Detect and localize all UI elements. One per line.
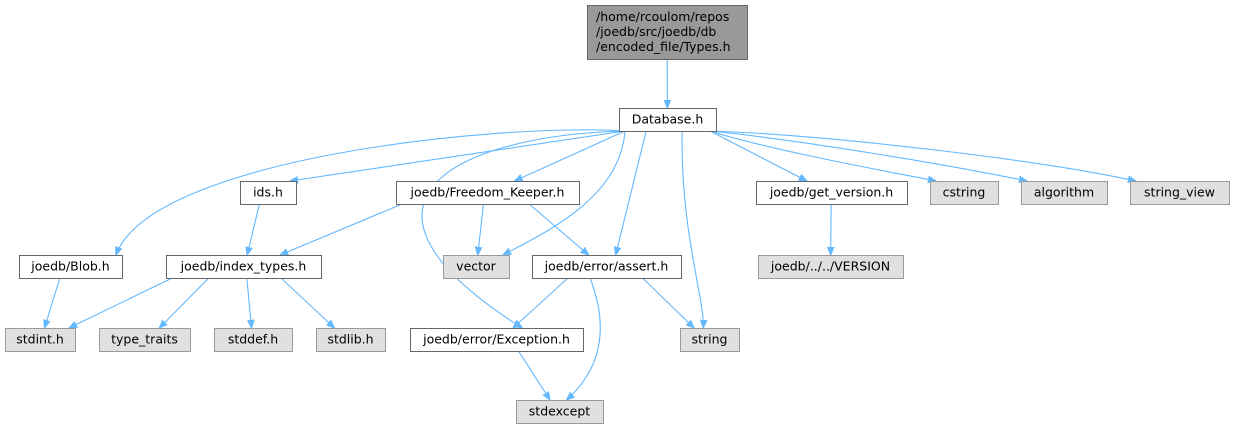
node-vector[interactable]: vector bbox=[443, 255, 510, 279]
node-box bbox=[240, 181, 297, 205]
node-box bbox=[166, 255, 322, 279]
edge-assert-to-stdexcept bbox=[567, 277, 601, 400]
edge-indextypes-to-typetraits bbox=[159, 277, 210, 328]
edge-indextypes-to-stddef bbox=[246, 277, 252, 328]
edge-getversion-to-version bbox=[831, 203, 832, 255]
edge-freedom-to-assert bbox=[528, 203, 589, 255]
edge-freedom-to-indextypes bbox=[280, 203, 403, 255]
node-ids[interactable]: ids.h bbox=[240, 181, 297, 205]
node-assert[interactable]: joedb/error/assert.h bbox=[532, 255, 682, 279]
edge-layer bbox=[45, 58, 1136, 400]
node-box bbox=[1021, 181, 1108, 205]
edge-freedom-to-vector bbox=[478, 203, 485, 255]
node-box bbox=[410, 328, 584, 352]
node-version[interactable]: joedb/../../VERSION bbox=[758, 255, 904, 279]
node-database[interactable]: Database.h bbox=[619, 108, 717, 132]
node-freedom[interactable]: joedb/Freedom_Keeper.h bbox=[396, 181, 580, 205]
edge-database-to-stringview bbox=[709, 130, 1136, 181]
edge-database-to-algorithm bbox=[709, 130, 1027, 181]
edge-indextypes-to-stdint bbox=[69, 277, 173, 328]
node-box bbox=[619, 108, 717, 132]
edge-database-to-assert bbox=[616, 130, 647, 255]
edge-ids-to-indextypes bbox=[247, 203, 260, 255]
edge-database-to-vector bbox=[503, 130, 626, 255]
node-label: string bbox=[692, 332, 728, 347]
node-blob[interactable]: joedb/Blob.h bbox=[19, 255, 123, 279]
edge-database-to-exception bbox=[421, 130, 626, 328]
node-typetraits[interactable]: type_traits bbox=[99, 328, 191, 352]
node-label: joedb/index_types.h bbox=[180, 259, 307, 274]
node-label: stdexcept bbox=[529, 404, 590, 419]
node-label: joedb/Freedom_Keeper.h bbox=[410, 185, 565, 200]
node-box bbox=[532, 255, 682, 279]
edge-indextypes-to-stdlib bbox=[280, 277, 335, 328]
node-getversion[interactable]: joedb/get_version.h bbox=[756, 181, 908, 205]
node-label: stddef.h bbox=[228, 332, 278, 347]
node-types[interactable]: /home/rcoulom/repos/joedb/src/joedb/db/e… bbox=[587, 5, 748, 60]
node-stdint[interactable]: stdint.h bbox=[5, 328, 76, 352]
node-box bbox=[758, 255, 904, 279]
edge-database-to-getversion bbox=[709, 130, 807, 181]
node-box bbox=[587, 5, 748, 60]
node-indextypes[interactable]: joedb/index_types.h bbox=[166, 255, 322, 279]
node-box bbox=[680, 328, 740, 352]
node-box bbox=[756, 181, 908, 205]
node-string[interactable]: string bbox=[680, 328, 740, 352]
node-label: /joedb/src/joedb/db bbox=[596, 24, 716, 39]
edge-database-to-blob bbox=[116, 129, 626, 255]
node-box bbox=[316, 328, 386, 352]
node-label: joedb/error/assert.h bbox=[544, 259, 669, 274]
node-box bbox=[930, 181, 999, 205]
node-label: /encoded_file/Types.h bbox=[596, 39, 731, 54]
node-box bbox=[19, 255, 123, 279]
edge-exception-to-stdexcept bbox=[518, 350, 551, 400]
edge-blob-to-stdint bbox=[45, 277, 61, 328]
node-layer: /home/rcoulom/repos/joedb/src/joedb/db/e… bbox=[5, 5, 1230, 424]
node-cstring[interactable]: cstring bbox=[930, 181, 999, 205]
node-label: /home/rcoulom/repos bbox=[596, 9, 729, 24]
node-label: joedb/../../VERSION bbox=[770, 259, 890, 274]
edge-database-to-freedom bbox=[515, 130, 626, 181]
node-stdlib[interactable]: stdlib.h bbox=[316, 328, 386, 352]
node-label: joedb/error/Exception.h bbox=[422, 332, 570, 347]
node-label: ids.h bbox=[253, 185, 283, 200]
edge-assert-to-string bbox=[642, 277, 695, 328]
node-box bbox=[443, 255, 510, 279]
node-label: stdlib.h bbox=[327, 332, 373, 347]
edge-assert-to-exception bbox=[513, 277, 569, 328]
node-label: joedb/Blob.h bbox=[30, 259, 109, 274]
node-box bbox=[516, 400, 604, 424]
node-label: string_view bbox=[1144, 185, 1215, 200]
node-stddef[interactable]: stddef.h bbox=[214, 328, 293, 352]
node-label: Database.h bbox=[632, 112, 704, 127]
node-box bbox=[99, 328, 191, 352]
node-label: joedb/get_version.h bbox=[769, 185, 893, 200]
node-box bbox=[396, 181, 580, 205]
node-box bbox=[5, 328, 76, 352]
node-box bbox=[214, 328, 293, 352]
edge-database-to-cstring bbox=[709, 130, 936, 181]
edge-database-to-ids bbox=[290, 130, 626, 181]
edge-database-to-string bbox=[681, 130, 703, 328]
node-label: stdint.h bbox=[16, 332, 64, 347]
node-label: type_traits bbox=[111, 332, 178, 347]
node-box bbox=[1130, 181, 1230, 205]
node-stdexcept[interactable]: stdexcept bbox=[516, 400, 604, 424]
node-label: algorithm bbox=[1034, 185, 1094, 200]
node-stringview[interactable]: string_view bbox=[1130, 181, 1230, 205]
node-algorithm[interactable]: algorithm bbox=[1021, 181, 1108, 205]
node-label: cstring bbox=[943, 185, 986, 200]
node-exception[interactable]: joedb/error/Exception.h bbox=[410, 328, 584, 352]
node-label: vector bbox=[456, 259, 497, 274]
